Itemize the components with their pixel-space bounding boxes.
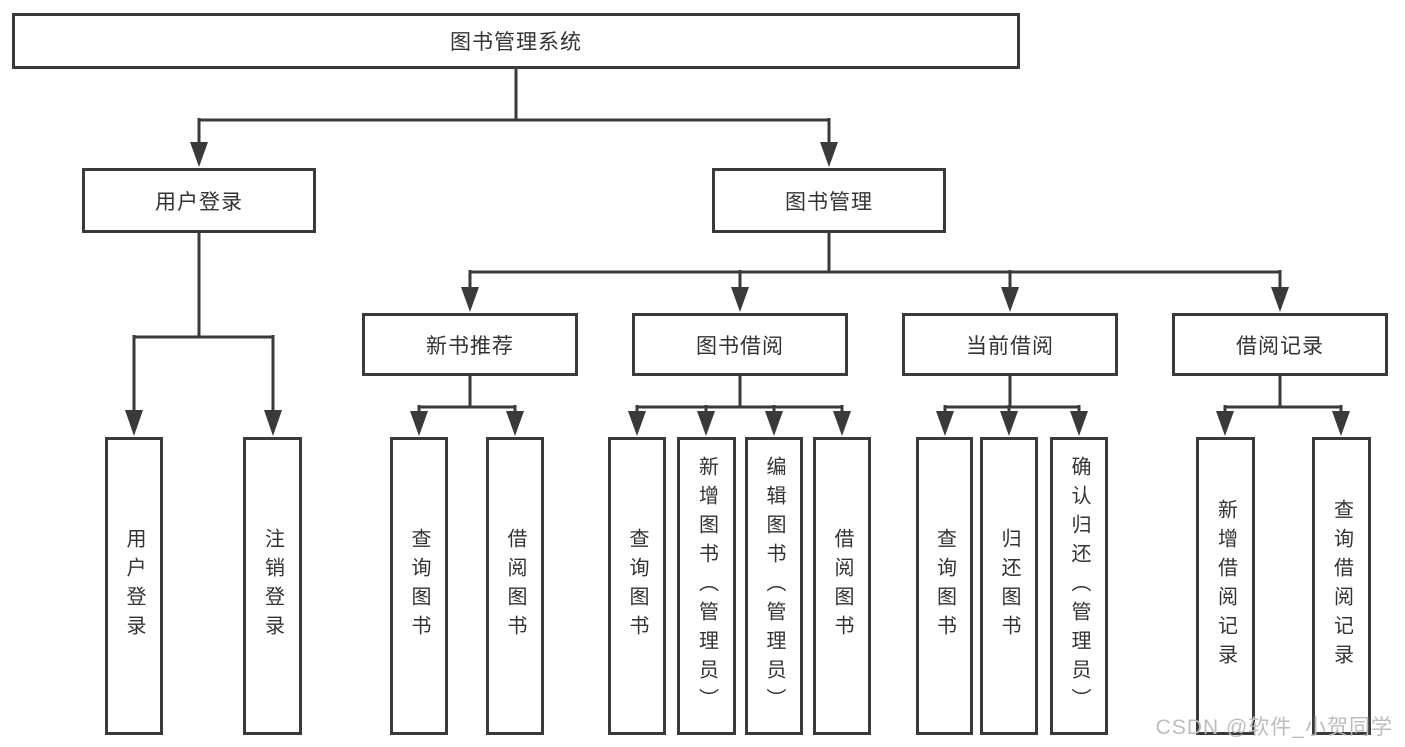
node-book-management: 图书管理 [712,168,946,233]
leaf-cb-confirm-return-admin: 确认归还（管理员） [1050,437,1108,735]
node-new-book-recommend: 新书推荐 [362,313,578,376]
leaf-br-add-record: 新增借阅记录 [1196,437,1255,735]
leaf-bb-query-books-label: 查询图书 [626,528,648,644]
node-book-borrowing: 图书借阅 [632,313,848,376]
leaf-bb-edit-books-admin: 编辑图书（管理员） [745,437,803,735]
leaf-cb-return-books-label: 归还图书 [998,528,1020,644]
leaf-br-query-record-label: 查询借阅记录 [1330,499,1353,673]
leaf-bb-edit-books-admin-label: 编辑图书（管理员） [763,455,785,717]
leaf-logout: 注销登录 [243,437,302,735]
node-root-label: 图书管理系统 [450,31,582,54]
leaf-nb-borrow-books-label: 借阅图书 [504,528,526,644]
leaf-user-login-label: 用户登录 [123,528,145,644]
node-new-book-recommend-label: 新书推荐 [426,334,514,358]
leaf-cb-return-books: 归还图书 [980,437,1038,735]
leaf-br-query-record: 查询借阅记录 [1312,437,1371,735]
node-root: 图书管理系统 [12,13,1020,69]
leaf-nb-query-books-label: 查询图书 [408,528,430,644]
leaf-bb-borrow-books: 借阅图书 [813,437,871,735]
node-borrowing-records-label: 借阅记录 [1236,334,1324,358]
node-current-borrowing-label: 当前借阅 [966,334,1054,358]
leaf-br-add-record-label: 新增借阅记录 [1214,499,1237,673]
node-borrowing-records: 借阅记录 [1172,313,1388,376]
node-user-login-label: 用户登录 [155,190,243,214]
leaf-nb-query-books: 查询图书 [390,437,448,735]
leaf-bb-add-books-admin-label: 新增图书（管理员） [695,455,718,717]
node-book-management-label: 图书管理 [785,190,873,214]
node-book-borrowing-label: 图书借阅 [696,334,784,358]
leaf-cb-query-books: 查询图书 [916,437,973,735]
watermark: CSDN @软件_小贺同学 [1155,716,1393,739]
leaf-logout-label: 注销登录 [261,528,284,644]
leaf-nb-borrow-books: 借阅图书 [486,437,544,735]
node-current-borrowing: 当前借阅 [902,313,1118,376]
leaf-bb-query-books: 查询图书 [608,437,666,735]
leaf-cb-confirm-return-admin-label: 确认归还（管理员） [1068,455,1090,717]
leaf-cb-query-books-label: 查询图书 [933,528,956,644]
leaf-user-login: 用户登录 [105,437,163,735]
node-user-login: 用户登录 [82,168,316,233]
leaf-bb-borrow-books-label: 借阅图书 [831,528,853,644]
leaf-bb-add-books-admin: 新增图书（管理员） [677,437,736,735]
